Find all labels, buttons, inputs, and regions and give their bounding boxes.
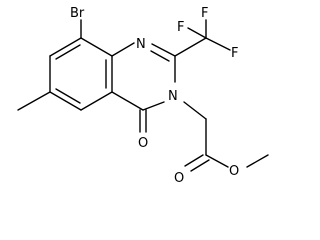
bond-c7-c8 bbox=[49, 37, 82, 57]
atom-o-carbonyl-label: O bbox=[138, 136, 148, 151]
atom-br-label: Br bbox=[70, 6, 85, 21]
atom-o-ester-carbonyl-label: O bbox=[174, 171, 184, 186]
structure-canvas: Br N N F F F O O O bbox=[17, 6, 269, 186]
bond-cf3-f-left bbox=[187, 27, 207, 39]
bond-c8-c8a bbox=[80, 37, 113, 57]
bond-cester-o-b bbox=[190, 159, 210, 172]
bond-cf3-f-right bbox=[205, 37, 231, 51]
bond-n1-c2 bbox=[151, 43, 176, 57]
bond-c4a-c5 bbox=[80, 91, 113, 111]
atom-o-ester-label: O bbox=[229, 164, 239, 179]
atom-f-top-label: F bbox=[201, 6, 208, 21]
bond-n3-ch2 bbox=[183, 101, 207, 120]
atom-n3-label: N bbox=[168, 89, 178, 104]
bond-c8a-n1 bbox=[111, 42, 135, 57]
bond-c4-c4a bbox=[111, 91, 144, 111]
atom-f-right-label: F bbox=[231, 46, 238, 61]
bond-c5-c6 bbox=[49, 91, 82, 111]
bond-oester-methyl bbox=[246, 154, 269, 168]
bond-c2-cf3 bbox=[174, 37, 207, 57]
bond-c7-c8-inner bbox=[55, 44, 81, 60]
atom-f-left-label: F bbox=[177, 20, 184, 35]
bond-n3-c4 bbox=[142, 101, 165, 111]
bond-n1-c2-inner bbox=[150, 50, 170, 62]
bond-c6-methyl bbox=[17, 91, 51, 111]
structure-svg: Br N N F F F O O O bbox=[17, 6, 269, 186]
atom-n1-label: N bbox=[136, 37, 146, 52]
bond-cester-oester bbox=[205, 154, 229, 168]
bond-c5-c6-inner bbox=[55, 88, 81, 104]
bond-cester-o-a bbox=[184, 154, 204, 167]
